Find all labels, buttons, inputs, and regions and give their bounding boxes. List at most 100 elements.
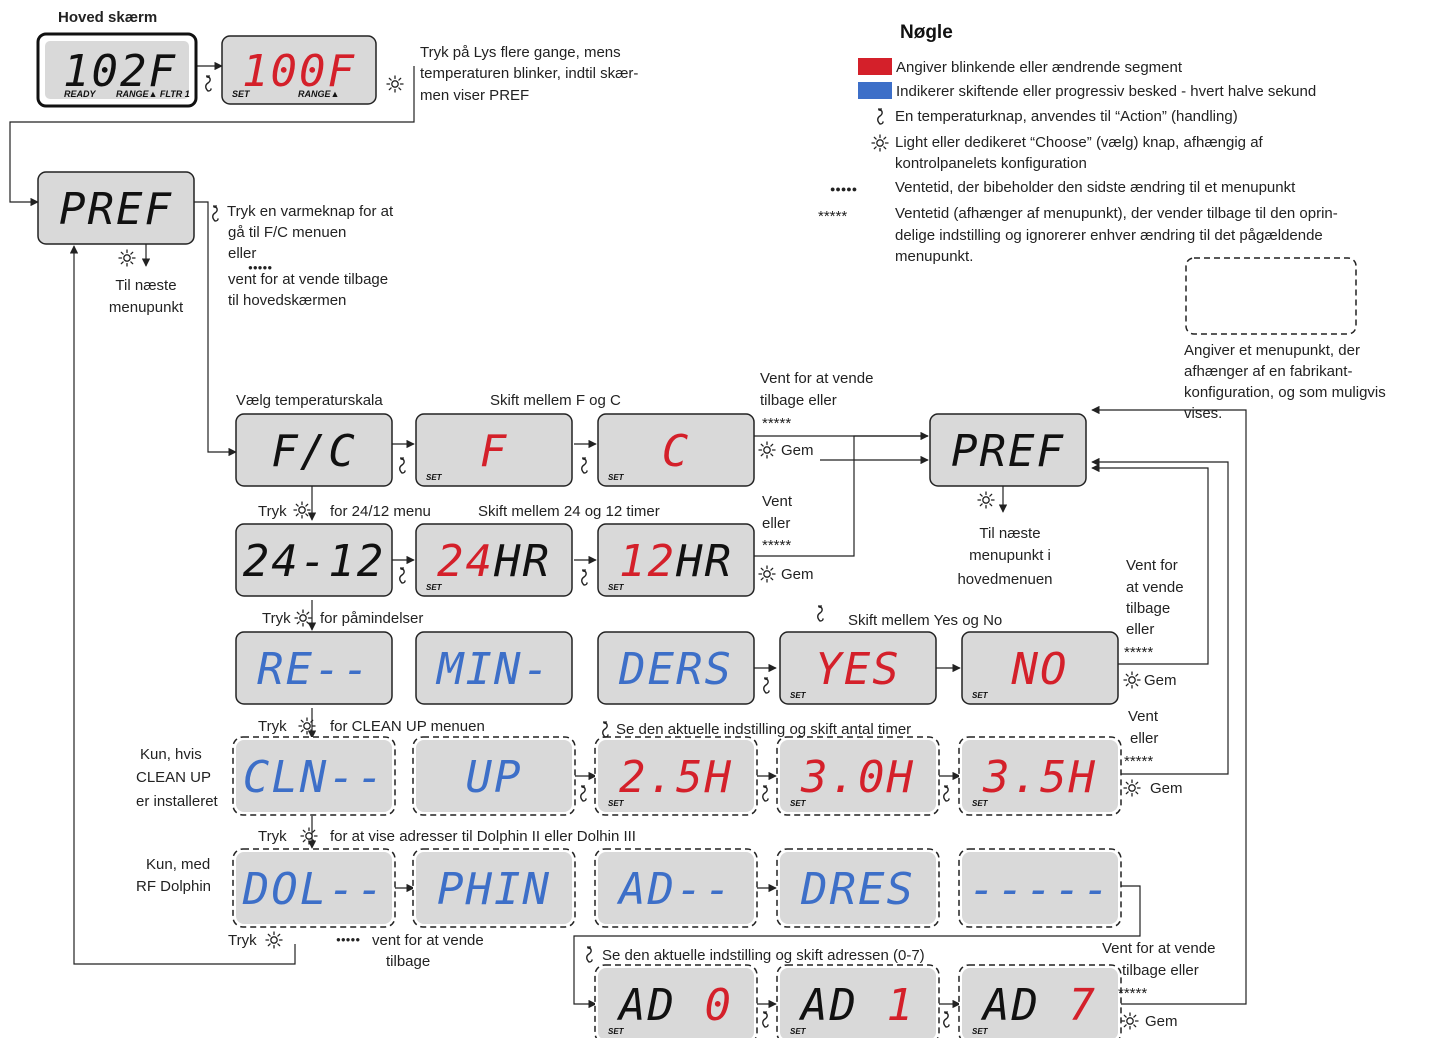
lcd-text-ad0: AD 0	[616, 980, 733, 1031]
lcd-text-h30: 3.0H	[800, 752, 915, 803]
lcd-panel	[961, 631, 1119, 705]
press-label: Tryk	[262, 610, 291, 627]
dashed-label-line: konfiguration, og som muligvis	[1184, 384, 1386, 401]
lcd-displays: 102F READY RANGE▲ FLTR 1 100F SET RANGE▲…	[36, 32, 1122, 1038]
press-24-label: for 24/12 menu	[330, 503, 431, 520]
lcd-text-yes: YES	[815, 644, 900, 695]
wait-back-line: vent for at vende	[372, 932, 484, 949]
lcd-panel	[416, 740, 572, 812]
lcd-panel	[597, 631, 755, 705]
temp-icon	[817, 605, 824, 622]
press-label: Tryk	[258, 828, 287, 845]
lcd-panel	[598, 968, 754, 1038]
stars-symbol: *****	[762, 537, 791, 554]
key-item-red: Angiver blinkende eller ændrende segment	[896, 59, 1183, 76]
lcd-text-no: NO	[1011, 644, 1069, 695]
light-icon	[118, 249, 136, 267]
lcd-text-h25: 2.5H	[619, 752, 733, 803]
lcd-panel	[235, 523, 393, 597]
save-label: Gem	[781, 442, 814, 459]
key-light-icon	[871, 134, 889, 152]
temp-icon	[763, 677, 770, 694]
wait-or-line: eller	[762, 515, 790, 532]
set-label: SET	[790, 799, 807, 808]
lcd-panel	[780, 968, 936, 1038]
dashed-label-line: afhænger af en fabrikant-	[1184, 363, 1352, 380]
lcd-panel	[415, 523, 573, 597]
lcd-text-c: C	[662, 426, 691, 477]
light-icon	[758, 565, 776, 583]
display-fc: F/C	[235, 413, 393, 487]
lcd-panel	[416, 852, 572, 924]
next-main-line: Til næste	[979, 525, 1040, 542]
lcd-text-up: UP	[466, 752, 523, 803]
lcd-panel	[415, 413, 573, 487]
main-screen-value: 102F	[63, 46, 177, 97]
key-item-stars: menupunkt.	[895, 248, 973, 265]
display-c: C SET	[597, 413, 755, 487]
wait-or2-line: eller	[1130, 730, 1158, 747]
key-item-light: kontrolpanelets konfiguration	[895, 155, 1087, 172]
note-pref-line: Tryk en varmeknap for at	[227, 203, 394, 220]
display-ders: DERS	[597, 631, 755, 705]
lcd-panel	[962, 852, 1118, 924]
note-lys-line: men viser PREF	[420, 87, 529, 104]
temp-icon	[943, 1011, 950, 1028]
clean-only-line: Kun, hvis	[140, 746, 202, 763]
lcd-text-ad: AD--	[616, 864, 733, 915]
light-icon	[758, 441, 776, 459]
temp-icon	[581, 457, 588, 474]
temp-icon	[205, 75, 212, 92]
display-pref2: PREF	[929, 413, 1087, 487]
light-icon	[293, 501, 311, 519]
display-cln: CLN--	[232, 736, 396, 816]
lcd-panel	[235, 631, 393, 705]
set-label: SET	[426, 583, 443, 592]
set-label: SET	[608, 1027, 625, 1036]
press-dolphin-label: for at vise adresser til Dolphin II elle…	[330, 828, 636, 845]
temp-icon	[399, 457, 406, 474]
dolphin-only-line: Kun, med	[146, 856, 210, 873]
wait-return2-line: tilbage	[1126, 600, 1170, 617]
labels: Hoved skærm Tryk på Lys flere gange, men…	[58, 9, 1215, 1030]
dolphin-only-line: RF Dolphin	[136, 878, 211, 895]
main-screen-title: Hoved skærm	[58, 9, 157, 26]
key-legend: Nøgle Angiver blinkende eller ændrende s…	[818, 22, 1386, 422]
lcd-text-ad1: AD 1	[798, 980, 915, 1031]
set-label: SET	[972, 799, 989, 808]
set-label: SET	[608, 583, 625, 592]
set-label: SET	[426, 473, 443, 482]
lcd-text-dres: DRES	[800, 864, 915, 915]
lcd-panel	[962, 968, 1118, 1038]
lcd-text-phin: PHIN	[437, 864, 551, 915]
lcd-text-fc: F/C	[271, 426, 356, 477]
lcd-panel	[415, 631, 573, 705]
display-dol: DOL--	[232, 848, 396, 928]
set-label: SET	[608, 799, 625, 808]
press-label: Tryk	[258, 503, 287, 520]
light-icon	[300, 827, 318, 845]
display-dash: -----	[958, 848, 1122, 928]
wait-or2-line: Vent	[1128, 708, 1159, 725]
set-label: SET	[972, 1027, 989, 1036]
wait-return3-line: Vent for at vende	[1102, 940, 1215, 957]
key-item-temp: En temperaturknap, anvendes til “Action”…	[895, 108, 1238, 125]
lcd-text-dash: -----	[969, 864, 1111, 915]
dashed-example-box	[1185, 257, 1357, 335]
set-label: SET	[232, 89, 251, 99]
key-item-light: Light eller dedikeret “Choose” (vælg) kn…	[895, 134, 1264, 151]
wait-back-line: tilbage	[386, 953, 430, 970]
lcd-text-pref1: PREF	[59, 184, 173, 235]
set-temp-display: 100F SET RANGE▲	[221, 35, 377, 105]
temp-icon	[762, 785, 769, 802]
light-icon	[977, 491, 995, 509]
lcd-panel	[235, 413, 393, 487]
set-label: SET	[608, 473, 625, 482]
note-pref-line: gå til F/C menuen	[228, 224, 346, 241]
next-main-line: menupunkt i	[969, 547, 1051, 564]
temp-icon	[602, 721, 609, 738]
